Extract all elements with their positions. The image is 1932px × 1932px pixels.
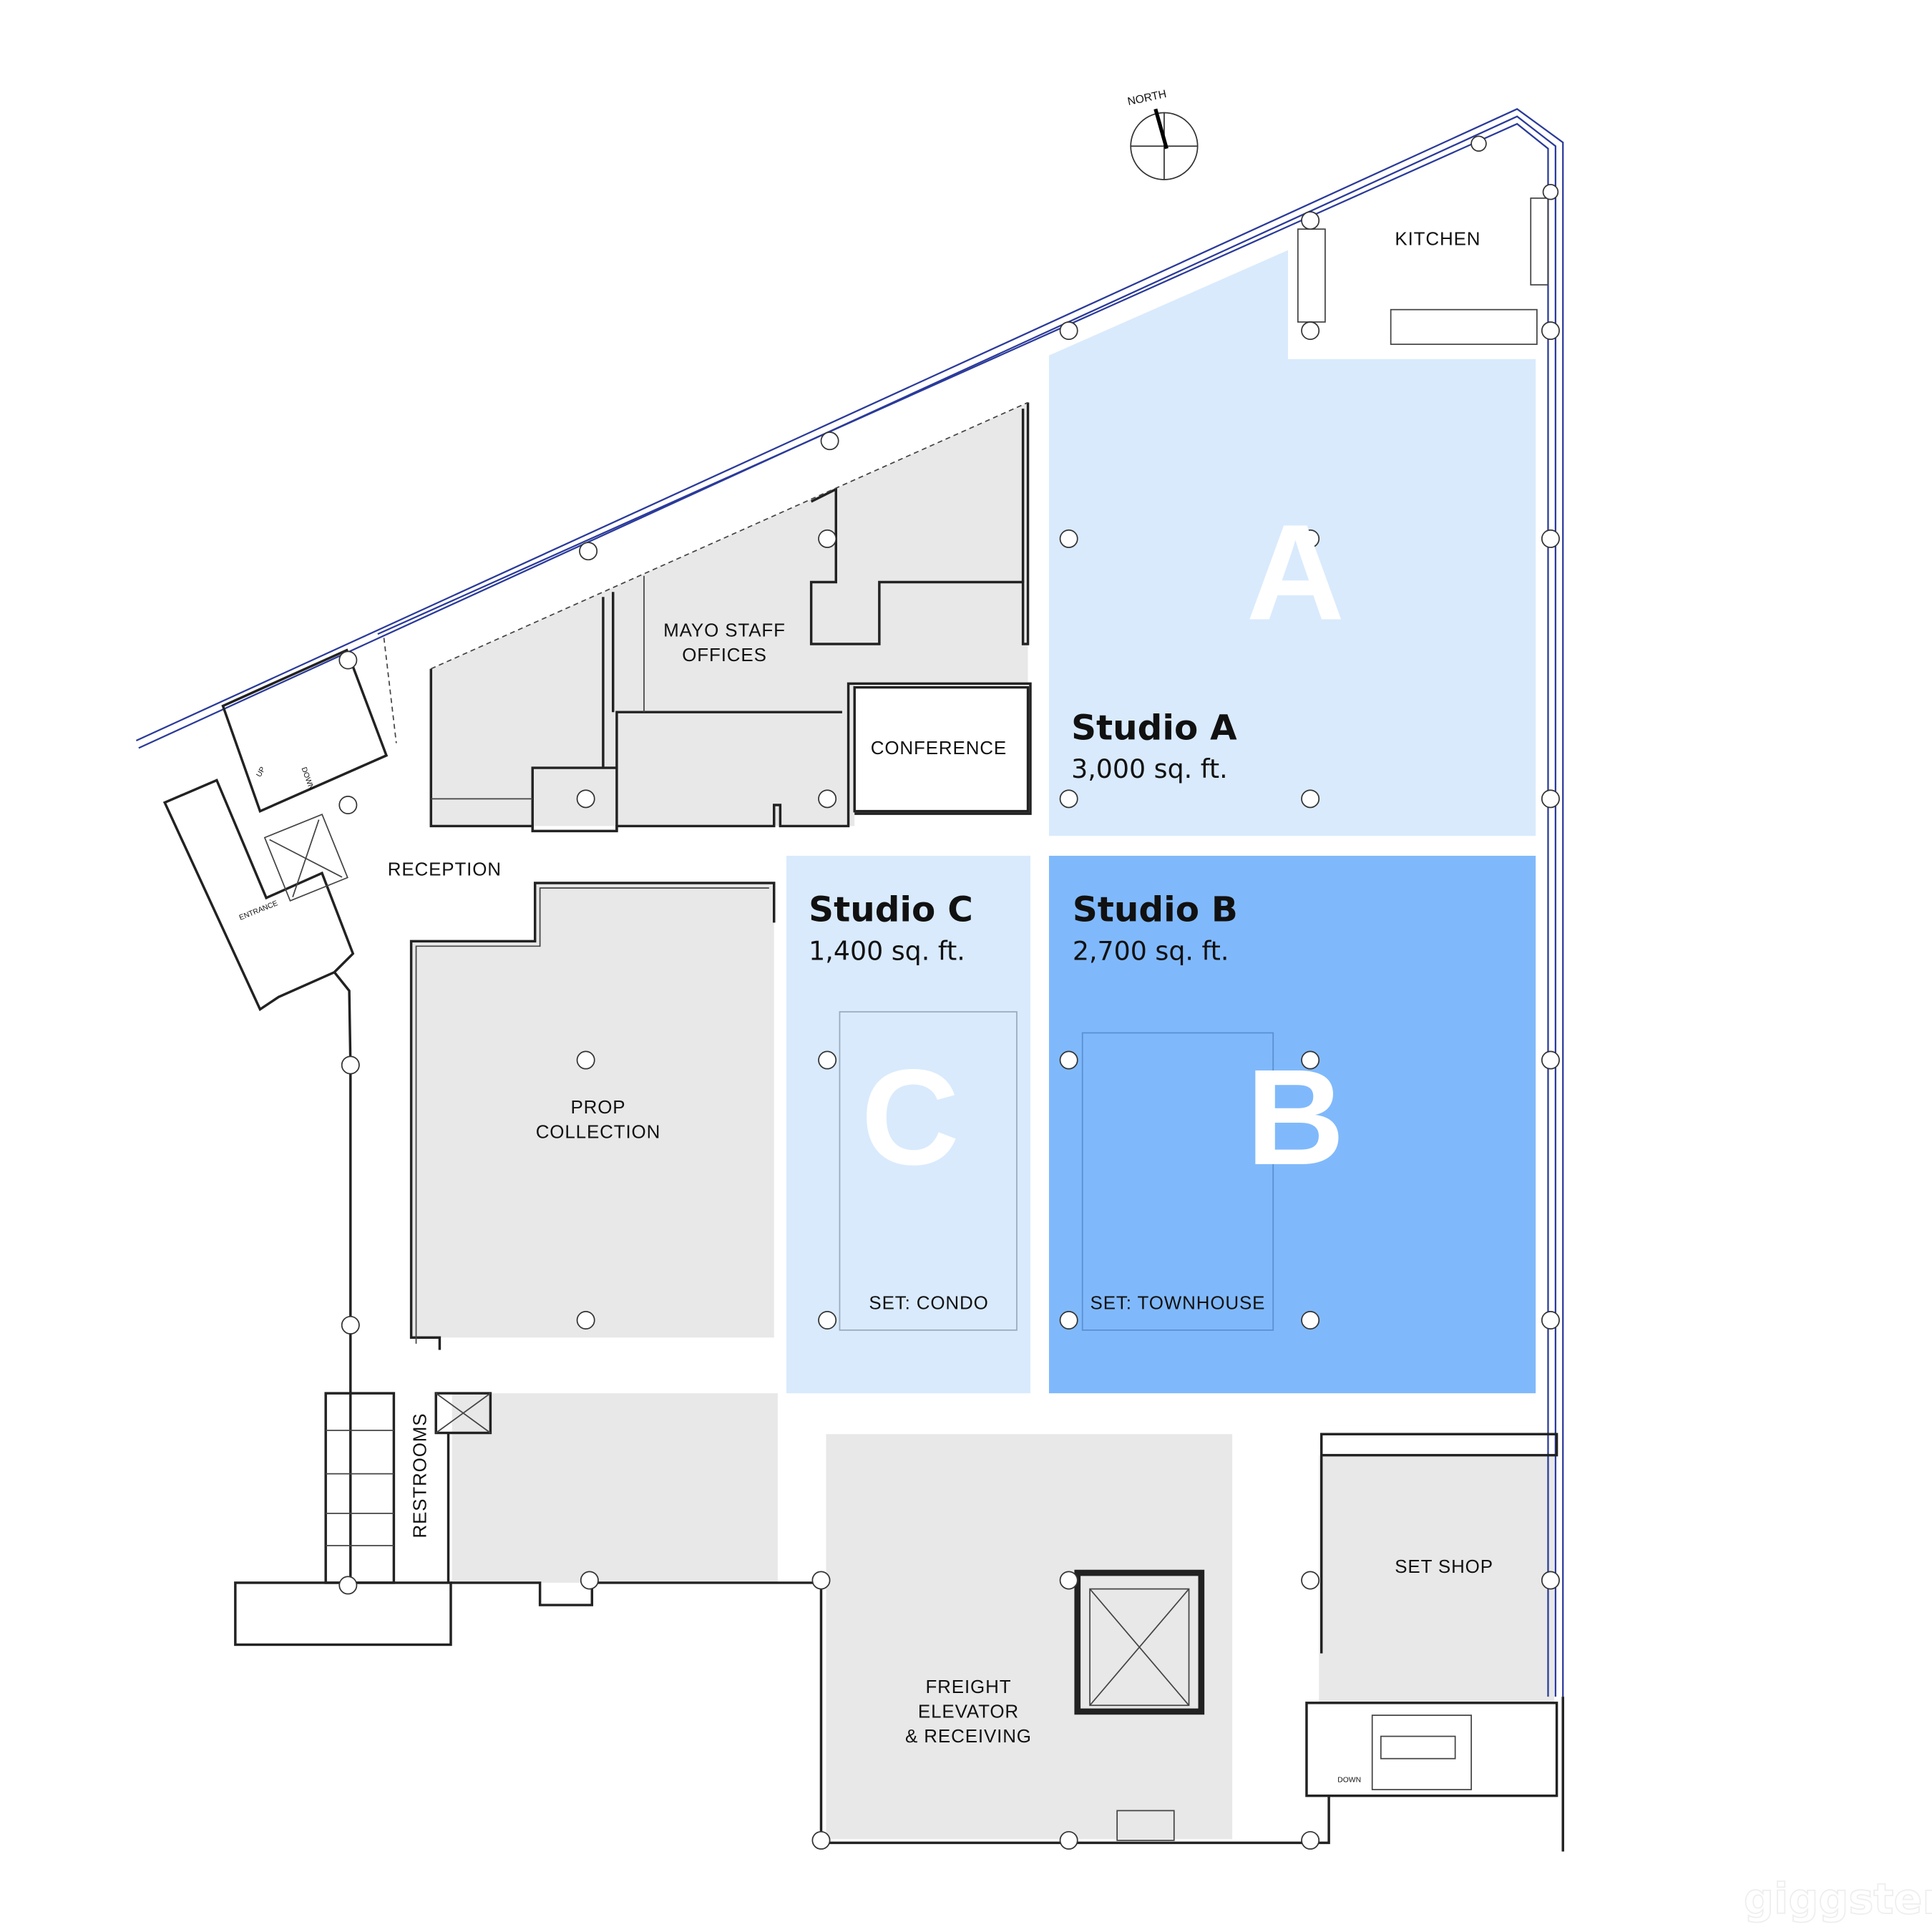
office-walls bbox=[429, 401, 1032, 833]
kitchen-label: KITCHEN bbox=[1395, 228, 1480, 250]
freight-label-3: & RECEIVING bbox=[905, 1725, 1032, 1747]
kitchen-fixtures bbox=[1297, 197, 1549, 346]
up-label: UP bbox=[255, 766, 268, 779]
entrance-block bbox=[162, 638, 397, 1586]
prop-collection-room bbox=[411, 883, 774, 1338]
studio-c-name: Studio C bbox=[809, 890, 973, 930]
giggster-watermark: giggster bbox=[1744, 1874, 1932, 1923]
studio-c-area[interactable] bbox=[786, 855, 1030, 1394]
studio-a-letter: A bbox=[1246, 497, 1345, 648]
freight-label-1: FREIGHT bbox=[925, 1676, 1011, 1697]
studio-a-name: Studio A bbox=[1071, 708, 1237, 748]
north-label: NORTH bbox=[1126, 88, 1167, 108]
offices-label-1: MAYO STAFF bbox=[663, 620, 786, 641]
set-shop-room bbox=[1319, 1455, 1555, 1703]
freight-label-2: ELEVATOR bbox=[918, 1701, 1019, 1722]
freight-elevator bbox=[1074, 1569, 1205, 1841]
structural-columns bbox=[338, 135, 1560, 1850]
set-condo-label: SET: CONDO bbox=[869, 1292, 988, 1313]
studio-b-area[interactable] bbox=[1048, 855, 1536, 1394]
prop-label-2: COLLECTION bbox=[536, 1121, 661, 1143]
freight-room bbox=[826, 1434, 1233, 1840]
restrooms-block bbox=[234, 1392, 492, 1646]
conference-room bbox=[853, 686, 1030, 813]
north-arrow-icon bbox=[1153, 108, 1169, 150]
set-townhouse-outline bbox=[1081, 1032, 1274, 1331]
studio-a-area[interactable] bbox=[1048, 250, 1536, 836]
restrooms-label: RESTROOMS bbox=[409, 1413, 430, 1538]
set-shop-label: SET SHOP bbox=[1395, 1556, 1493, 1577]
set-townhouse-label: SET: TOWNHOUSE bbox=[1091, 1292, 1266, 1313]
studio-b-area-label: 2,700 sq. ft. bbox=[1073, 935, 1229, 966]
storage-room bbox=[452, 1393, 778, 1583]
studio-c-letter: C bbox=[861, 1042, 959, 1194]
studio-b-name: Studio B bbox=[1073, 890, 1238, 930]
reception-label: RECEPTION bbox=[388, 859, 502, 880]
north-compass: NORTH bbox=[1126, 88, 1199, 180]
studio-b-letter: B bbox=[1246, 1042, 1345, 1194]
set-shop-block bbox=[1305, 1433, 1558, 1797]
down-label: DOWN bbox=[300, 766, 316, 791]
studio-a-area-label: 3,000 sq. ft. bbox=[1071, 753, 1228, 784]
entrance-label: ENTRANCE bbox=[238, 899, 279, 922]
mayo-offices-room bbox=[431, 402, 1028, 826]
prop-label-1: PROP bbox=[570, 1096, 625, 1118]
prop-walls bbox=[409, 882, 776, 1350]
conference-label: CONFERENCE bbox=[871, 737, 1007, 758]
set-condo-outline bbox=[839, 1011, 1018, 1331]
offices-label-2: OFFICES bbox=[682, 644, 767, 665]
stair-down-label: DOWN bbox=[1337, 1777, 1361, 1785]
studio-c-area-label: 1,400 sq. ft. bbox=[809, 935, 965, 966]
